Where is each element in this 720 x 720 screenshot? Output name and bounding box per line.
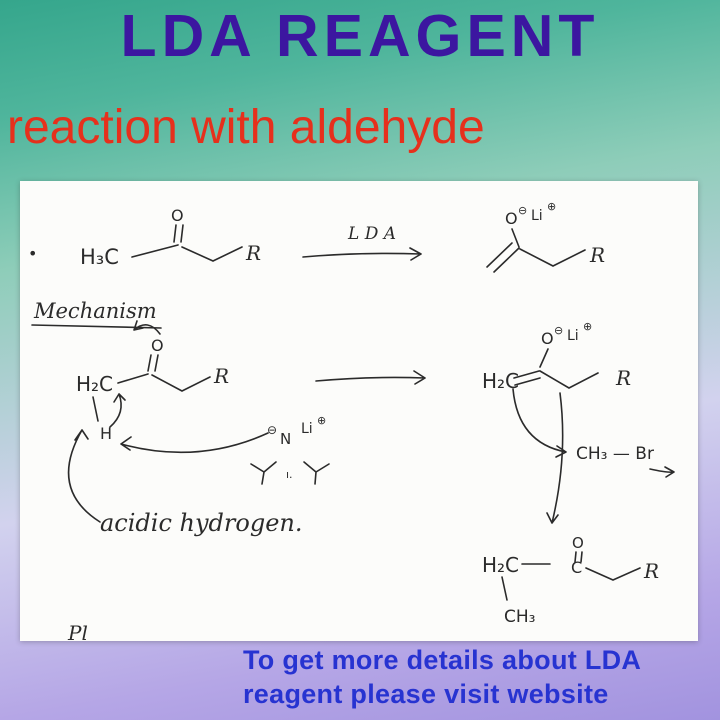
- product-carbonyl-double-bond: [574, 551, 583, 563]
- enolate2-minus-charge: ⊖: [554, 324, 563, 337]
- isopropyl-right: [303, 461, 330, 485]
- arrow-to-ch3br: [512, 388, 567, 458]
- ketone-r-label: R: [245, 241, 261, 265]
- mechanism-underline: [31, 324, 162, 329]
- product-o-label: O: [572, 534, 584, 552]
- product-r-label: R: [643, 559, 659, 583]
- carbonyl-curl-arrow: [133, 320, 161, 335]
- page-title: LDA REAGENT: [120, 3, 600, 69]
- footer-caption: To get more details about LDA reagent pl…: [243, 643, 641, 711]
- chemistry-mechanism-svg: • H₃C O R L D A O ⊖ Li ⊕ R Mechanism O H…: [28, 200, 675, 641]
- lda-arrow-label: L D A: [347, 224, 396, 244]
- base-to-h-curved-arrow: [120, 432, 269, 454]
- product-c-label: C: [571, 558, 582, 577]
- long-down-arrow: [546, 392, 564, 524]
- c-h-bond: [92, 396, 99, 422]
- enolate1-bonds: [511, 228, 586, 267]
- middle-reaction-arrow: [315, 370, 426, 385]
- mid-h2c-label: H₂C: [76, 372, 113, 396]
- base-plus-charge: ⊕: [317, 414, 326, 427]
- ketone-carbonyl-double-bond: [173, 224, 184, 243]
- acidic-hydrogen-caption: acidic hydrogen.: [100, 509, 303, 537]
- enolate2-bonds: [539, 348, 599, 389]
- acidic-h-label: H: [100, 424, 112, 443]
- page-subtitle: reaction with aldehyde: [7, 101, 485, 154]
- mid-o-label: O: [151, 336, 164, 355]
- ketone-bonds: [131, 244, 243, 262]
- br-hook-arrow: [649, 466, 675, 478]
- h3c-label: H₃C: [80, 245, 119, 269]
- mid-r-label: R: [213, 364, 229, 388]
- enolate1-plus-charge: ⊕: [547, 200, 556, 213]
- lda-reaction-arrow: [302, 247, 422, 261]
- caption-line-2: reagent please visit website: [243, 679, 609, 709]
- c-h-curved-arrow: [109, 393, 126, 428]
- mid-structure-bonds: [117, 373, 211, 392]
- enolate1-li-label: Li: [531, 208, 543, 224]
- product-bonds: [521, 563, 641, 581]
- isopropyl-left: [250, 461, 277, 485]
- enolate2-r-label: R: [615, 366, 631, 390]
- partial-cutoff-text: Pl: [67, 621, 88, 641]
- enolate2-h2c-label: H₂C: [482, 369, 519, 393]
- enolate2-double-bond: [513, 370, 541, 386]
- enolate2-plus-charge: ⊕: [583, 320, 592, 333]
- hand-drawn-strokes: [31, 224, 675, 601]
- mechanism-heading: Mechanism: [33, 299, 157, 323]
- mid-carbonyl-double-bond: [147, 354, 159, 372]
- product-ch3-bond: [501, 576, 508, 601]
- ch3-br-label: CH₃ — Br: [576, 444, 654, 464]
- enolate1-r-label: R: [589, 243, 605, 267]
- enolate2-li-label: Li: [567, 328, 579, 344]
- base-minus-charge: ⊖: [267, 423, 277, 437]
- product-ch3-label: CH₃: [504, 607, 535, 627]
- caption-line-1: To get more details about LDA: [243, 645, 642, 675]
- enolate1-double-bond: [486, 242, 520, 273]
- base-lone-pair-dots: ı.: [286, 468, 293, 481]
- ketone-o-label: O: [171, 206, 184, 225]
- enolate1-o-label: O: [505, 209, 518, 228]
- enolate1-minus-charge: ⊖: [518, 204, 527, 217]
- base-li-label: Li: [301, 421, 313, 437]
- enolate2-o-label: O: [541, 329, 554, 348]
- whiteboard-panel: • H₃C O R L D A O ⊖ Li ⊕ R Mechanism O H…: [20, 181, 698, 641]
- acidic-sweep-arrow: [67, 429, 101, 523]
- product-h2c-label: H₂C: [482, 553, 519, 577]
- base-n-label: N: [280, 430, 291, 448]
- bullet-dot: •: [28, 244, 37, 263]
